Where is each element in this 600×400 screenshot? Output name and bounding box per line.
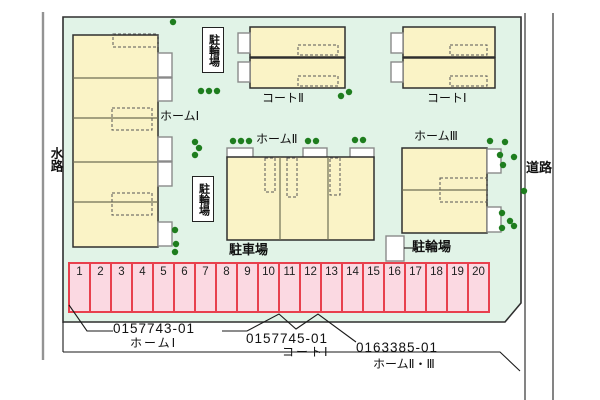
tree-dot (195, 144, 203, 152)
porch (486, 206, 502, 233)
annotation-id-1: 0157743-01 (113, 321, 196, 336)
parking-stall: 9 (238, 264, 259, 311)
building-label-court1: コートⅠ (427, 91, 467, 105)
annotation-name-3: ホームⅡ・Ⅲ (373, 357, 435, 371)
parking-stall: 5 (154, 264, 175, 311)
car-park-label: 駐車場 (229, 242, 269, 257)
tree-dot (172, 240, 180, 248)
waterway-label: 水路 (48, 147, 63, 172)
annotation-name-1: ホームⅠ (130, 336, 178, 350)
porch (157, 136, 173, 162)
tree-dot (245, 137, 253, 145)
tree-dot (197, 87, 205, 95)
building-home1 (72, 33, 173, 248)
parking-stall: 1 (70, 264, 91, 311)
building-court2 (237, 26, 346, 89)
tree-dot (351, 136, 359, 144)
parking-stall: 3 (112, 264, 133, 311)
parking-stall: 6 (175, 264, 196, 311)
porch (226, 147, 254, 159)
tree-dot (171, 226, 179, 234)
parking-stall: 16 (385, 264, 406, 311)
tree-dot (359, 136, 367, 144)
parking-stall: 11 (280, 264, 301, 311)
tree-dot (501, 138, 509, 146)
parking-stall: 19 (448, 264, 469, 311)
parking-stall: 10 (259, 264, 280, 311)
parking-stall: 7 (196, 264, 217, 311)
road-label: 道路 (526, 160, 553, 175)
parking-stall: 17 (406, 264, 427, 311)
tree-dot (499, 161, 507, 169)
tree-dot (506, 217, 514, 225)
porch (349, 147, 375, 159)
parking-stall: 12 (301, 264, 322, 311)
tree-dot (345, 88, 353, 96)
tree-dot (171, 248, 179, 256)
porch (157, 161, 173, 187)
bike-shed-bottom-box (385, 235, 413, 262)
bike-shed-bottom-label: 駐輪場 (412, 239, 452, 254)
porch (486, 148, 502, 174)
tree-dot (498, 224, 506, 232)
building-label-home3: ホームⅢ (414, 129, 458, 143)
parking-stall: 8 (217, 264, 238, 311)
porch (157, 221, 173, 247)
tree-dot (496, 151, 504, 159)
bike-shed-left-label: 駐輪場 (192, 176, 214, 222)
building-home3 (401, 147, 502, 234)
parking-stall: 2 (91, 264, 112, 311)
porch (157, 77, 173, 102)
porch (237, 61, 251, 83)
tree-dot (205, 87, 213, 95)
porch (390, 61, 404, 83)
tree-dot (510, 222, 518, 230)
tree-dot (237, 137, 245, 145)
annotation-id-3: 0163385-01 (356, 340, 439, 355)
bike-shed-top-label: 駐輪場 (202, 27, 224, 73)
porch (302, 147, 328, 159)
tree-dot (169, 18, 177, 26)
tree-dot (191, 151, 199, 159)
tree-dot (337, 92, 345, 100)
building-court1 (390, 26, 496, 89)
porch (390, 32, 404, 54)
tree-dot (312, 137, 320, 145)
porch (157, 52, 173, 78)
parking-stall: 18 (427, 264, 448, 311)
building-home2 (226, 147, 375, 241)
parking-stall: 15 (364, 264, 385, 311)
tree-dot (213, 87, 221, 95)
parking-stall: 4 (133, 264, 154, 311)
building-label-court2: コートⅡ (262, 91, 304, 105)
parking-stall: 13 (322, 264, 343, 311)
tree-dot (486, 137, 494, 145)
building-label-home1: ホームⅠ (160, 109, 200, 123)
porch (237, 32, 251, 54)
tree-dot (510, 153, 518, 161)
tree-dot (229, 137, 237, 145)
parking-stall: 20 (469, 264, 488, 311)
tree-dot (520, 187, 528, 195)
tree-dot (191, 138, 199, 146)
tree-dot (498, 209, 506, 217)
building-label-home2: ホームⅡ (256, 132, 298, 146)
annotation-name-2: コートⅠ (282, 345, 330, 359)
tree-dot (304, 137, 312, 145)
parking-stall: 14 (343, 264, 364, 311)
annotation-id-2: 0157745-01 (246, 331, 329, 346)
